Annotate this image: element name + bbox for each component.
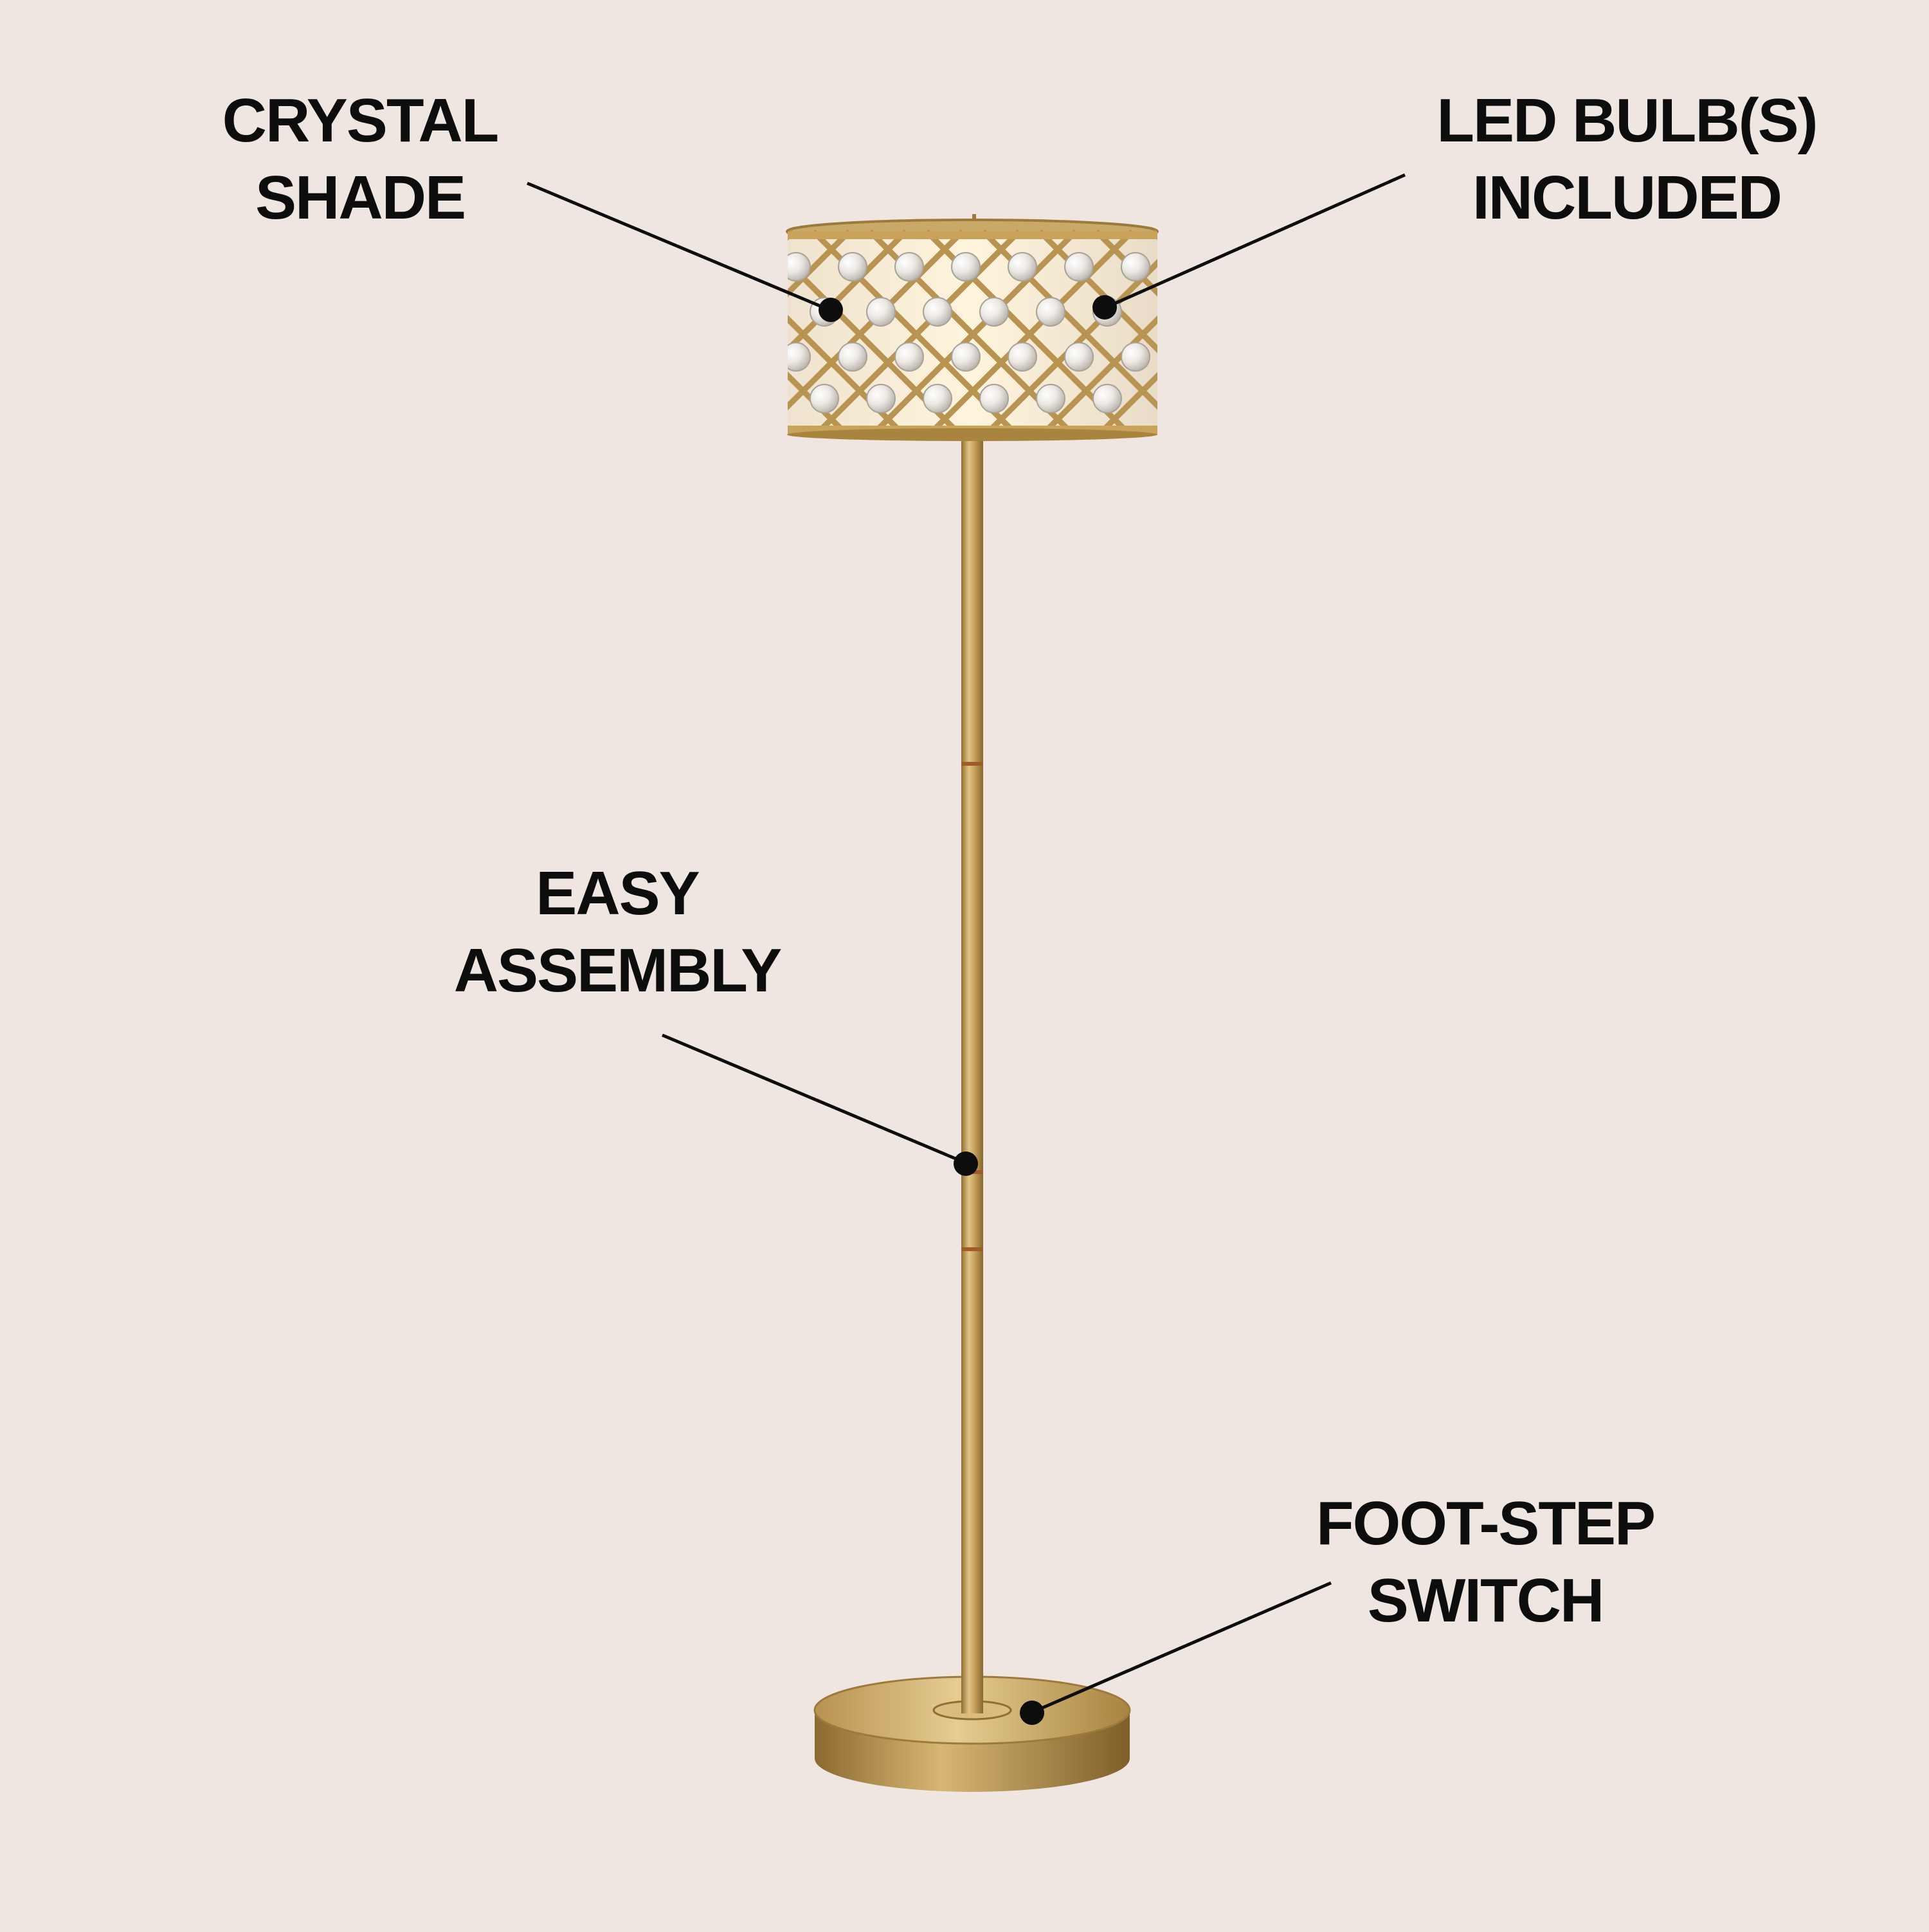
crystal-bead (923, 384, 952, 413)
lamp-pole (961, 428, 983, 1713)
crystal-bead (951, 252, 981, 282)
leader-line-foot-step-switch (1033, 1581, 1332, 1713)
crystal-shade (786, 214, 1159, 441)
callout-foot-step-switch: FOOT-STEP SWITCH (1292, 1485, 1678, 1639)
leader-line-led-bulbs (1105, 173, 1406, 309)
dot-foot-step-switch (1020, 1701, 1044, 1725)
crystal-bead (1092, 384, 1122, 413)
callout-dots (819, 295, 1117, 1725)
crystal-bead (1008, 252, 1037, 282)
callout-crystal-shade: CRYSTAL SHADE (212, 82, 508, 237)
dot-led-bulbs (1092, 295, 1117, 320)
crystal-bead (979, 297, 1009, 327)
callout-led-bulbs-line1: LED BULB(S) (1436, 86, 1818, 155)
crystal-bead (1121, 252, 1150, 282)
callout-easy-assembly: EASY ASSEMBLY (437, 855, 797, 1009)
leader-line-easy-assembly (662, 1033, 965, 1164)
crystal-bead (894, 252, 924, 282)
callout-crystal-shade-line1: CRYSTAL (222, 86, 500, 155)
crystal-bead (1036, 384, 1065, 413)
dot-crystal-shade (819, 298, 843, 322)
crystal-bead (788, 342, 811, 372)
leader-line-crystal-shade (527, 181, 830, 312)
crystal-bead (810, 384, 839, 413)
callout-led-bulbs: LED BULB(S) INCLUDED (1415, 82, 1839, 237)
leader-lines (527, 173, 1406, 1713)
crystal-bead (1008, 342, 1037, 372)
crystal-bead (1121, 342, 1150, 372)
callout-foot-step-switch-line1: FOOT-STEP (1316, 1489, 1656, 1558)
callout-led-bulbs-line2: INCLUDED (1472, 163, 1782, 232)
crystal-bead (788, 252, 811, 282)
crystal-bead (838, 342, 867, 372)
dot-easy-assembly (954, 1151, 978, 1176)
crystal-bead (1064, 342, 1094, 372)
callout-foot-step-switch-line2: SWITCH (1367, 1566, 1605, 1635)
crystal-bead (866, 297, 896, 327)
crystal-bead (979, 384, 1009, 413)
callout-easy-assembly-line2: ASSEMBLY (453, 936, 783, 1005)
crystal-bead (1064, 252, 1094, 282)
crystal-bead (923, 297, 952, 327)
crystal-bead (838, 252, 867, 282)
lamp-base (813, 1675, 1131, 1792)
crystal-bead (951, 342, 981, 372)
callout-crystal-shade-line2: SHADE (255, 163, 466, 232)
crystal-bead (894, 342, 924, 372)
crystal-bead (866, 384, 896, 413)
crystal-bead (1036, 297, 1065, 327)
callout-easy-assembly-line1: EASY (536, 859, 700, 928)
